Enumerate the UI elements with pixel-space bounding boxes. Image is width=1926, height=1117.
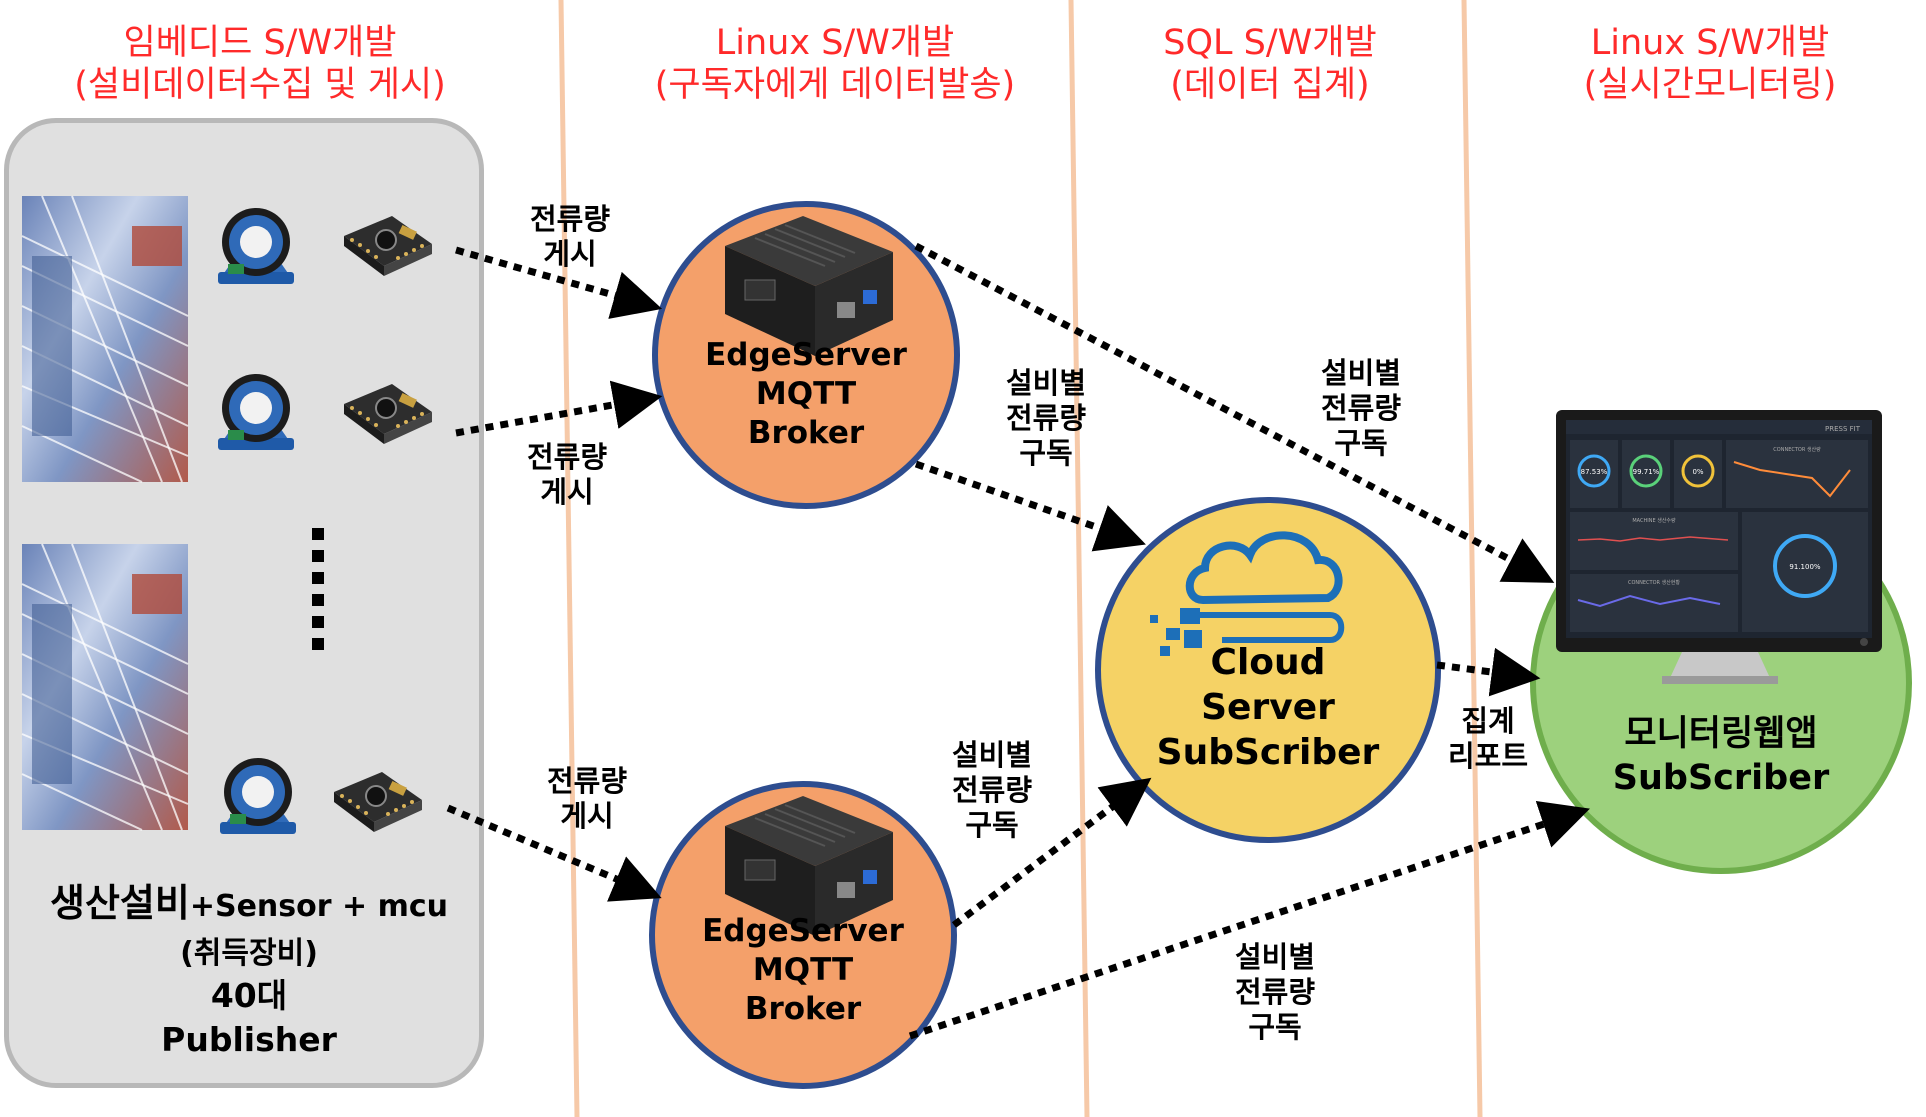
publisher-line2: (취득장비) xyxy=(180,936,318,971)
cloud-server-label: Cloud Server SubScriber xyxy=(1128,640,1408,775)
arrow-edge1-to-cloud xyxy=(914,460,1146,552)
header-sql-line2: (데이터 집계) xyxy=(1170,65,1370,105)
gauge-value-1: 87.53% xyxy=(1581,468,1608,476)
label-sub-edge2-monitor-line1: 설비별 xyxy=(1234,940,1316,974)
label-sub-edge2-cloud: 설비별 전류량 구독 xyxy=(932,738,1052,843)
header-sql-line1: SQL S/W개발 xyxy=(1163,23,1377,63)
edge-server-top-line1: EdgeServer xyxy=(705,337,907,373)
lane-line-2 xyxy=(1068,0,1090,1117)
publisher-label: 생산설비+Sensor + mcu (취득장비) 40대 Publisher xyxy=(14,880,484,1062)
monitor-app-label: 모니터링웹앱 SubScriber xyxy=(1581,712,1861,800)
gauge-ring-2 xyxy=(1629,454,1663,488)
label-report-line2: 리포트 xyxy=(1447,739,1529,773)
edge-server-bottom-line2: MQTT xyxy=(752,952,854,988)
label-sub-edge2-cloud-line2: 전류량 xyxy=(951,773,1033,807)
gauge-ring-3 xyxy=(1681,454,1715,488)
ratio-ring xyxy=(1773,534,1837,598)
label-sub-edge2-monitor-line2: 전류량 xyxy=(1234,975,1316,1009)
publisher-line1-rest: +Sensor + mcu xyxy=(189,889,448,924)
label-report: 집계 리포트 xyxy=(1428,704,1548,774)
label-sub-edge2-monitor-line3: 구독 xyxy=(1248,1010,1302,1044)
header-linux-monitor: Linux S/W개발 (실시간모니터링) xyxy=(1500,22,1920,106)
arrow-edge2-to-monitor xyxy=(908,800,1590,1040)
label-sub-edge1-cloud-line1: 설비별 xyxy=(1005,366,1087,400)
cloud-server-line1: Cloud xyxy=(1210,642,1326,683)
label-sub-edge1-monitor-line3: 구독 xyxy=(1334,426,1388,460)
publisher-line1-main: 생산설비 xyxy=(50,881,190,925)
arrow-edge2-to-cloud xyxy=(951,777,1152,928)
label-publish-mid: 전류량 게시 xyxy=(507,440,627,510)
arrow-edge1-to-monitor xyxy=(914,242,1555,583)
cloud-server-line2: Server xyxy=(1201,687,1335,728)
label-publish-top: 전류량 게시 xyxy=(510,202,630,272)
header-linux-broker: Linux S/W개발 (구독자에게 데이터발송) xyxy=(600,22,1070,106)
lane-line-1 xyxy=(558,0,580,1117)
monitor-device xyxy=(1556,410,1882,684)
arrow-publish-mid xyxy=(455,380,663,437)
header-linux-monitor-line2: (실시간모니터링) xyxy=(1583,65,1837,105)
dashboard-brand: PRESS FIT xyxy=(1825,425,1861,433)
gauge-value-2: 99.71% xyxy=(1633,468,1660,476)
header-sql: SQL S/W개발 (데이터 집계) xyxy=(1100,22,1440,106)
header-embedded: 임베디드 S/W개발 (설비데이터수집 및 게시) xyxy=(30,22,490,106)
cloud-server-circle[interactable] xyxy=(1095,497,1441,843)
panel-title-1: CONNECTOR 생산량 xyxy=(1773,446,1821,453)
label-sub-edge1-monitor-line1: 설비별 xyxy=(1320,356,1402,390)
header-linux-broker-line1: Linux S/W개발 xyxy=(715,23,955,63)
label-sub-edge1-monitor: 설비별 전류량 구독 xyxy=(1301,356,1421,461)
header-linux-monitor-line1: Linux S/W개발 xyxy=(1590,23,1830,63)
publisher-line3: 40대 xyxy=(210,976,288,1015)
gauge-ring-1 xyxy=(1577,454,1611,488)
publisher-line4: Publisher xyxy=(161,1020,337,1059)
label-publish-top-line1: 전류량 xyxy=(529,202,611,236)
label-sub-edge1-monitor-line2: 전류량 xyxy=(1320,391,1402,425)
monitor-app-line1: 모니터링웹앱 xyxy=(1624,714,1818,754)
monitor-app-line2: SubScriber xyxy=(1612,758,1830,798)
cloud-server-line3: SubScriber xyxy=(1156,732,1380,773)
label-report-line1: 집계 xyxy=(1461,704,1515,738)
label-sub-edge1-cloud-line2: 전류량 xyxy=(1005,401,1087,435)
label-publish-bottom: 전류량 게시 xyxy=(527,764,647,834)
header-linux-broker-line2: (구독자에게 데이터발송) xyxy=(654,65,1016,105)
equipment-illustrations xyxy=(21,195,433,834)
edge-server-bottom-line1: EdgeServer xyxy=(702,913,904,949)
more-devices-ellipsis xyxy=(312,528,324,650)
label-publish-mid-line2: 게시 xyxy=(540,475,594,509)
edge-server-top-label: EdgeServer MQTT Broker xyxy=(686,336,926,453)
label-sub-edge2-monitor: 설비별 전류량 구독 xyxy=(1215,940,1335,1045)
label-sub-edge1-cloud-line3: 구독 xyxy=(1019,436,1073,470)
label-publish-mid-line1: 전류량 xyxy=(526,440,608,474)
header-embedded-line1: 임베디드 S/W개발 xyxy=(123,23,397,63)
label-publish-top-line2: 게시 xyxy=(543,237,597,271)
label-publish-bottom-line2: 게시 xyxy=(560,799,614,833)
edge-server-bottom-line3: Broker xyxy=(744,991,862,1027)
edge-server-bottom-label: EdgeServer MQTT Broker xyxy=(683,912,923,1029)
header-embedded-line2: (설비데이터수집 및 게시) xyxy=(74,65,446,105)
panel-title-2: MACHINE 생산수량 xyxy=(1632,517,1676,524)
arrow-publish-bottom xyxy=(446,804,662,902)
gauge-value-3: 0% xyxy=(1692,468,1703,476)
edge-server-top-line3: Broker xyxy=(747,415,865,451)
arrow-cloud-to-monitor xyxy=(1436,647,1541,697)
ratio-value: 91.100% xyxy=(1789,563,1820,571)
label-sub-edge1-cloud: 설비별 전류량 구독 xyxy=(986,366,1106,471)
label-publish-bottom-line1: 전류량 xyxy=(546,764,628,798)
label-sub-edge2-cloud-line1: 설비별 xyxy=(951,738,1033,772)
label-sub-edge2-cloud-line3: 구독 xyxy=(965,808,1019,842)
lane-line-3 xyxy=(1461,0,1483,1117)
arrow-publish-top xyxy=(455,246,663,319)
cloud-icon xyxy=(1150,531,1345,656)
edge-server-top-line2: MQTT xyxy=(755,376,857,412)
panel-title-3: CONNECTOR 생산현황 xyxy=(1628,579,1680,586)
